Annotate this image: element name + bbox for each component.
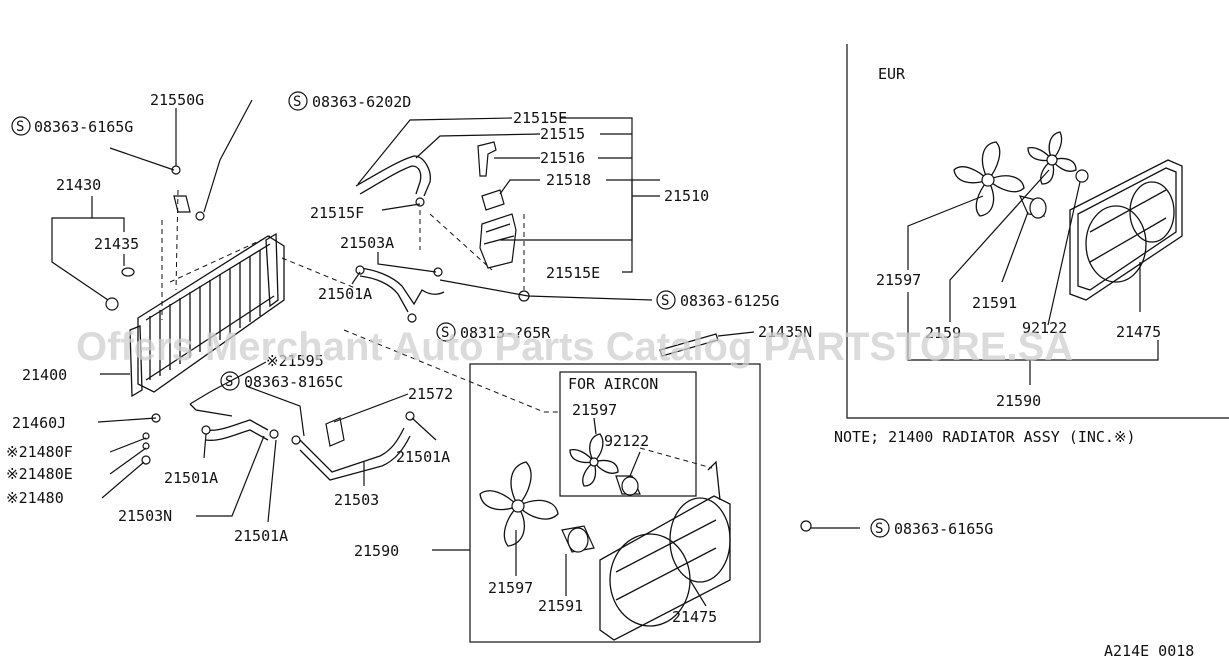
eur-section: EUR	[846, 44, 1229, 419]
standard-part-s-mark-6202d: S	[288, 91, 308, 111]
aircon-label-21597: 21597	[572, 401, 617, 419]
tank-bracket-icon	[481, 189, 505, 211]
label-21503: 21503	[334, 491, 379, 509]
seal-21435n-icon	[659, 333, 719, 357]
eur-label-92122: 92122	[1022, 319, 1067, 337]
label-08363-6165g-top: 08363-6165G	[34, 118, 133, 136]
grommet-21430-icon	[105, 297, 119, 311]
bracket-21572-icon	[325, 417, 345, 447]
label-21501a-right: 21501A	[396, 448, 450, 466]
label-08363-6125g: 08363-6125G	[680, 292, 779, 310]
clamp-21501a-d-icon	[269, 429, 279, 439]
eur-label-21597: 21597	[876, 271, 921, 289]
aircon-fan-motor-icon	[615, 475, 641, 496]
label-21501a-left: 21501A	[164, 469, 218, 487]
aircon-title: FOR AIRCON	[568, 375, 658, 393]
s-mark-letter: S	[293, 94, 301, 110]
clamp-21501a-b-icon	[201, 425, 211, 435]
label-21400: 21400	[22, 366, 67, 384]
eur-fan-blade-small-icon	[1027, 131, 1077, 185]
eur-label-21590: 21590	[996, 392, 1041, 410]
s-mark-letter: S	[661, 293, 669, 309]
upper-hose-icon	[359, 267, 445, 313]
label-21515f: 21515F	[310, 204, 364, 222]
label-21501a-bottom: 21501A	[234, 527, 288, 545]
s-mark-letter: S	[441, 325, 449, 341]
bolt-8165c-icon	[291, 435, 301, 445]
label-21460j: 21460J	[12, 414, 66, 432]
label-08363-6202d: 08363-6202D	[312, 93, 411, 111]
label-21515: 21515	[540, 125, 585, 143]
s-mark-letter: S	[875, 521, 883, 537]
label-08363-8165c: 08363-8165C	[244, 373, 343, 391]
diagram-code: A214E 0018	[1104, 642, 1194, 660]
washer-21480e-icon	[142, 442, 150, 450]
main-fan-blade-icon	[479, 461, 559, 547]
lower-hose-a-icon	[205, 419, 269, 441]
label-21590-main: 21590	[354, 542, 399, 560]
label-21435n: 21435N	[758, 323, 812, 341]
label-21518: 21518	[546, 171, 591, 189]
standard-part-s-mark-08313: S	[436, 322, 456, 342]
standard-part-s-mark-6165g-top: S	[11, 116, 31, 136]
label-21501a-upper: 21501A	[318, 285, 372, 303]
washer-21480f-icon	[142, 432, 150, 440]
label-21572: 21572	[408, 385, 453, 403]
label-21510: 21510	[664, 187, 709, 205]
eur-fan-shroud-icon	[1069, 159, 1183, 301]
standard-part-s-mark-6165g-bottom: S	[870, 518, 890, 538]
aircon-label-92122: 92122	[604, 432, 649, 450]
label-08363-6165g-bottom: 08363-6165G	[894, 520, 993, 538]
reservoir-tank-icon	[479, 213, 517, 269]
eur-title: EUR	[878, 65, 906, 83]
label-21503n: 21503N	[118, 507, 172, 525]
eur-label-2159: 2159	[925, 324, 961, 342]
bolt-08313-icon	[407, 313, 417, 323]
bolt-6202d-icon	[195, 211, 205, 221]
lower-hose-b-icon	[299, 427, 411, 481]
label-21515e-top: 21515E	[513, 109, 567, 127]
overflow-hose-icon	[355, 155, 431, 197]
radiator-core-icon	[129, 232, 285, 398]
label-21480: ※21480	[6, 489, 64, 507]
label-21550g: 21550G	[150, 91, 204, 109]
fan-assembly-section: FOR AIRCON 21597 92122	[469, 363, 761, 643]
label-08313: 08313-?65R	[460, 324, 551, 342]
s-mark-letter: S	[16, 119, 24, 135]
main-label-21475: 21475	[672, 608, 717, 626]
label-21503a: 21503A	[340, 234, 394, 252]
eur-label-21475: 21475	[1116, 323, 1161, 341]
main-label-21591: 21591	[538, 597, 583, 615]
label-21435: 21435	[94, 235, 139, 253]
main-fan-shroud-icon	[599, 460, 731, 641]
tank-cap-icon	[477, 141, 497, 177]
bracket-icon	[173, 195, 191, 213]
eur-fan-motor-icon	[1018, 195, 1047, 219]
eur-fan-blade-icon	[953, 141, 1025, 217]
label-21480f: ※21480F	[6, 443, 73, 461]
eur-bolt-icon	[1075, 169, 1089, 183]
label-21480e: ※21480E	[6, 465, 73, 483]
label-21430: 21430	[56, 176, 101, 194]
grommet-21435-icon	[121, 267, 135, 277]
note-text: NOTE; 21400 RADIATOR ASSY (INC.※)	[834, 428, 1136, 446]
bolt-6165g-bottom-icon	[800, 520, 812, 532]
label-21515e-bottom: 21515E	[546, 264, 600, 282]
s-mark-letter: S	[225, 374, 233, 390]
clamp-21501a-a-icon	[355, 265, 365, 275]
sensor-wire-icon	[189, 403, 233, 417]
standard-part-s-mark-8165c: S	[220, 371, 240, 391]
watermark-text: Offers Merchant Auto Parts Catalog PARTS…	[76, 325, 1073, 369]
label-21595: ※21595	[266, 352, 324, 370]
main-fan-motor-icon	[561, 525, 595, 553]
standard-part-s-mark-6125g: S	[656, 290, 676, 310]
label-21516: 21516	[540, 149, 585, 167]
eur-label-21591: 21591	[972, 294, 1017, 312]
aircon-fan-blade-icon	[569, 433, 619, 487]
main-label-21597: 21597	[488, 579, 533, 597]
